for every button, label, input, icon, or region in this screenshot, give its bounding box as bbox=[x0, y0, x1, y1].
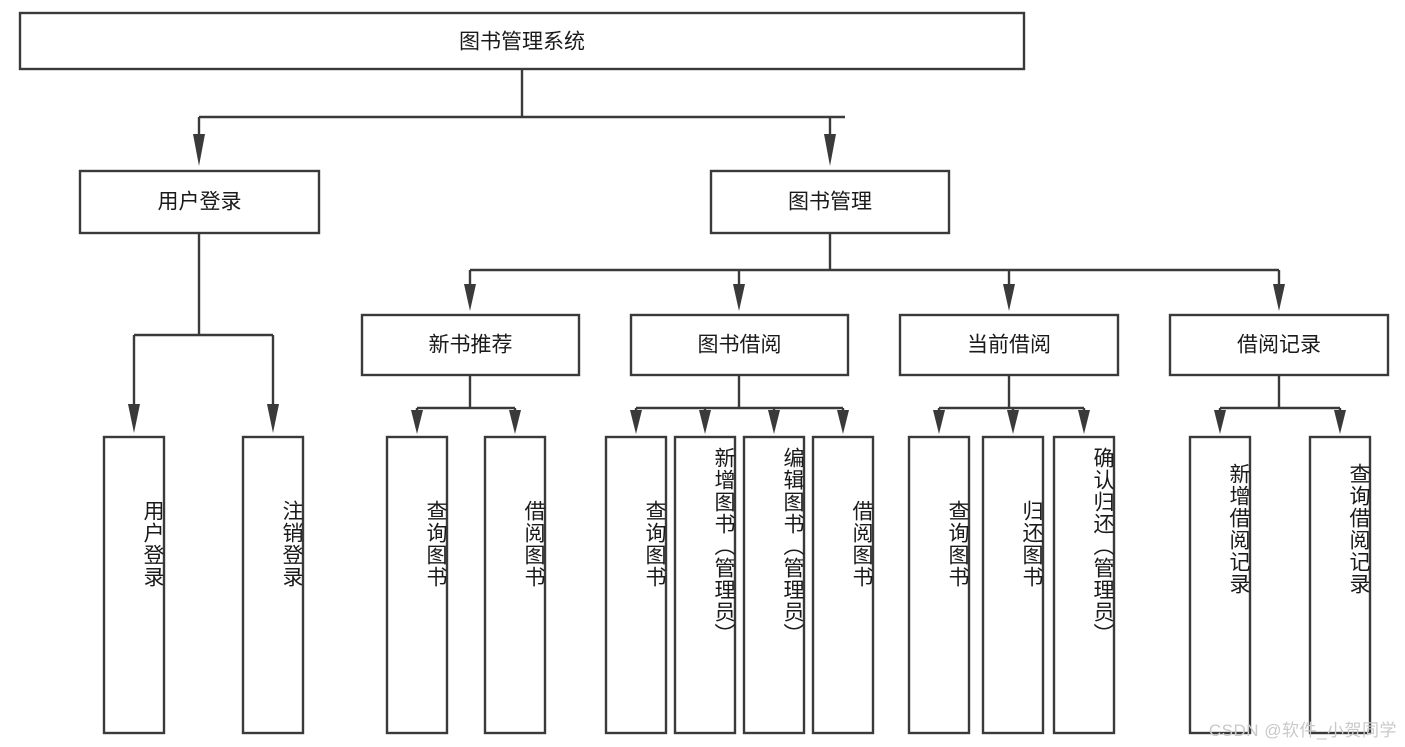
leaf-box-confirm-return bbox=[1052, 435, 1116, 735]
node-borrowing-record[interactable]: 借阅记录 bbox=[1168, 313, 1390, 377]
leaf-box-borrow-book-2 bbox=[811, 435, 875, 735]
node-book-borrowing-label: 图书借阅 bbox=[698, 334, 782, 357]
leaf-node-boxes bbox=[102, 435, 1372, 735]
connector-book-mgmt-to-level2 bbox=[464, 233, 1285, 311]
leaf-box-query-book-3 bbox=[907, 435, 971, 735]
node-book-management[interactable]: 图书管理 bbox=[709, 169, 951, 235]
node-user-login[interactable]: 用户登录 bbox=[78, 169, 321, 235]
leaf-box-borrow-book-1 bbox=[483, 435, 547, 735]
node-new-book-recommendation-label: 新书推荐 bbox=[429, 334, 513, 357]
connector-current-borrow-to-leaves bbox=[933, 375, 1090, 434]
connector-user-login-to-leaves bbox=[128, 233, 279, 433]
node-current-borrowing[interactable]: 当前借阅 bbox=[898, 313, 1120, 377]
leaf-box-return-book bbox=[981, 435, 1045, 735]
connector-book-borrow-to-leaves bbox=[630, 375, 849, 434]
connector-new-book-rec-to-leaves bbox=[411, 375, 521, 434]
connector-root-to-level1 bbox=[193, 69, 845, 166]
leaf-box-user-login bbox=[102, 435, 166, 735]
leaf-box-query-book-2 bbox=[604, 435, 668, 735]
node-new-book-recommendation[interactable]: 新书推荐 bbox=[360, 313, 581, 377]
node-user-login-label: 用户登录 bbox=[158, 191, 242, 214]
leaf-box-query-book-1 bbox=[385, 435, 449, 735]
node-current-borrowing-label: 当前借阅 bbox=[967, 334, 1051, 357]
node-root-system-label: 图书管理系统 bbox=[459, 31, 585, 54]
node-borrowing-record-label: 借阅记录 bbox=[1237, 334, 1321, 357]
leaf-box-edit-book-admin bbox=[742, 435, 806, 735]
leaf-box-logout bbox=[241, 435, 305, 735]
node-book-management-label: 图书管理 bbox=[788, 191, 872, 214]
leaf-box-add-record bbox=[1188, 435, 1252, 735]
leaf-box-add-book-admin bbox=[673, 435, 737, 735]
node-book-borrowing[interactable]: 图书借阅 bbox=[629, 313, 850, 377]
leaf-box-query-record bbox=[1308, 435, 1372, 735]
node-root-system[interactable]: 图书管理系统 bbox=[18, 11, 1026, 71]
csdn-watermark: CSDN @软件_小贺同学 bbox=[1208, 721, 1397, 740]
connector-borrow-record-to-leaves bbox=[1214, 375, 1346, 434]
